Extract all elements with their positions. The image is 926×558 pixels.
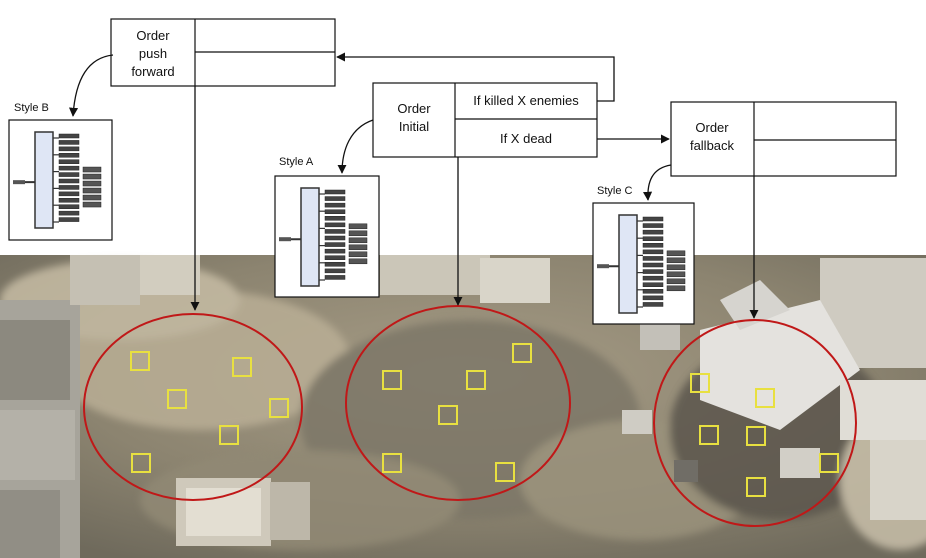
tree-node <box>59 185 79 189</box>
order-fallback-box: Order fallback <box>671 102 896 176</box>
tree-node <box>59 153 79 157</box>
tree-node <box>325 269 345 273</box>
tree-node <box>325 262 345 266</box>
tree-node <box>59 134 79 138</box>
tree-node <box>643 230 663 234</box>
order-push-line3: forward <box>131 64 174 79</box>
tree-node <box>301 188 319 286</box>
tree-node <box>667 265 685 270</box>
tree-node <box>279 237 291 241</box>
tree-node <box>643 237 663 241</box>
arrow-fallback-to-style-c <box>648 165 671 200</box>
tree-node <box>349 252 367 257</box>
tree-node <box>325 249 345 253</box>
tree-node <box>325 256 345 260</box>
style-b-panel <box>9 120 112 240</box>
tree-node <box>59 211 79 215</box>
tree-node <box>325 243 345 247</box>
tree-node <box>643 296 663 300</box>
tree-node <box>325 236 345 240</box>
tree-node <box>325 210 345 214</box>
tree-node <box>667 286 685 291</box>
tree-node <box>643 243 663 247</box>
order-push-forward-box: Order push forward <box>111 19 335 86</box>
tree-node <box>643 250 663 254</box>
tree-node <box>59 192 79 196</box>
tree-node <box>35 132 53 228</box>
tree-node <box>643 289 663 293</box>
order-initial-line2: Initial <box>399 119 429 134</box>
tree-node <box>667 279 685 284</box>
tree-node <box>325 229 345 233</box>
tree-node <box>667 251 685 256</box>
tree-node <box>667 258 685 263</box>
tree-node <box>349 231 367 236</box>
tree-node <box>667 272 685 277</box>
tree-node <box>619 215 637 313</box>
tree-node <box>59 179 79 183</box>
tree-node <box>59 147 79 151</box>
style-c-label: Style C <box>597 185 633 197</box>
tree-node <box>83 188 101 193</box>
tree-node <box>643 256 663 260</box>
tree-node <box>83 174 101 179</box>
tree-node <box>59 205 79 209</box>
condition-killed-x-enemies: If killed X enemies <box>473 93 579 108</box>
tree-node <box>643 276 663 280</box>
map-background <box>0 255 926 558</box>
condition-x-dead: If X dead <box>500 131 552 146</box>
tree-node <box>59 140 79 144</box>
tree-node <box>349 259 367 264</box>
tree-node <box>83 167 101 172</box>
style-b-label: Style B <box>14 102 49 114</box>
order-push-line2: push <box>139 46 167 61</box>
tree-node <box>325 197 345 201</box>
tree-node <box>325 223 345 227</box>
tree-node <box>643 224 663 228</box>
tree-node <box>83 195 101 200</box>
style-a-panel <box>275 176 379 297</box>
tree-node <box>349 224 367 229</box>
tree-node <box>597 264 609 268</box>
tree-node <box>325 216 345 220</box>
tree-node <box>349 245 367 250</box>
style-c-panel <box>593 203 694 324</box>
tree-node <box>59 166 79 170</box>
order-initial-line1: Order <box>397 101 431 116</box>
order-push-line1: Order <box>136 28 170 43</box>
arrow-push-to-style-b <box>73 55 113 116</box>
style-a-label: Style A <box>279 156 314 168</box>
tree-node <box>83 202 101 207</box>
order-fallback-line1: Order <box>695 120 729 135</box>
tree-node <box>325 203 345 207</box>
tree-node <box>59 173 79 177</box>
arrow-initial-to-style-a <box>342 120 373 173</box>
tree-node <box>59 218 79 222</box>
order-initial-box: Order Initial If killed X enemies If X d… <box>373 83 597 157</box>
tree-node <box>83 181 101 186</box>
tree-node <box>349 238 367 243</box>
tree-node <box>643 217 663 221</box>
tree-node <box>643 283 663 287</box>
tree-node <box>325 190 345 194</box>
tree-node <box>643 270 663 274</box>
tree-node <box>13 180 25 184</box>
tree-node <box>59 160 79 164</box>
order-fallback-line2: fallback <box>690 138 735 153</box>
tree-node <box>643 302 663 306</box>
tree-node <box>325 275 345 279</box>
tree-node <box>59 198 79 202</box>
tree-node <box>643 263 663 267</box>
